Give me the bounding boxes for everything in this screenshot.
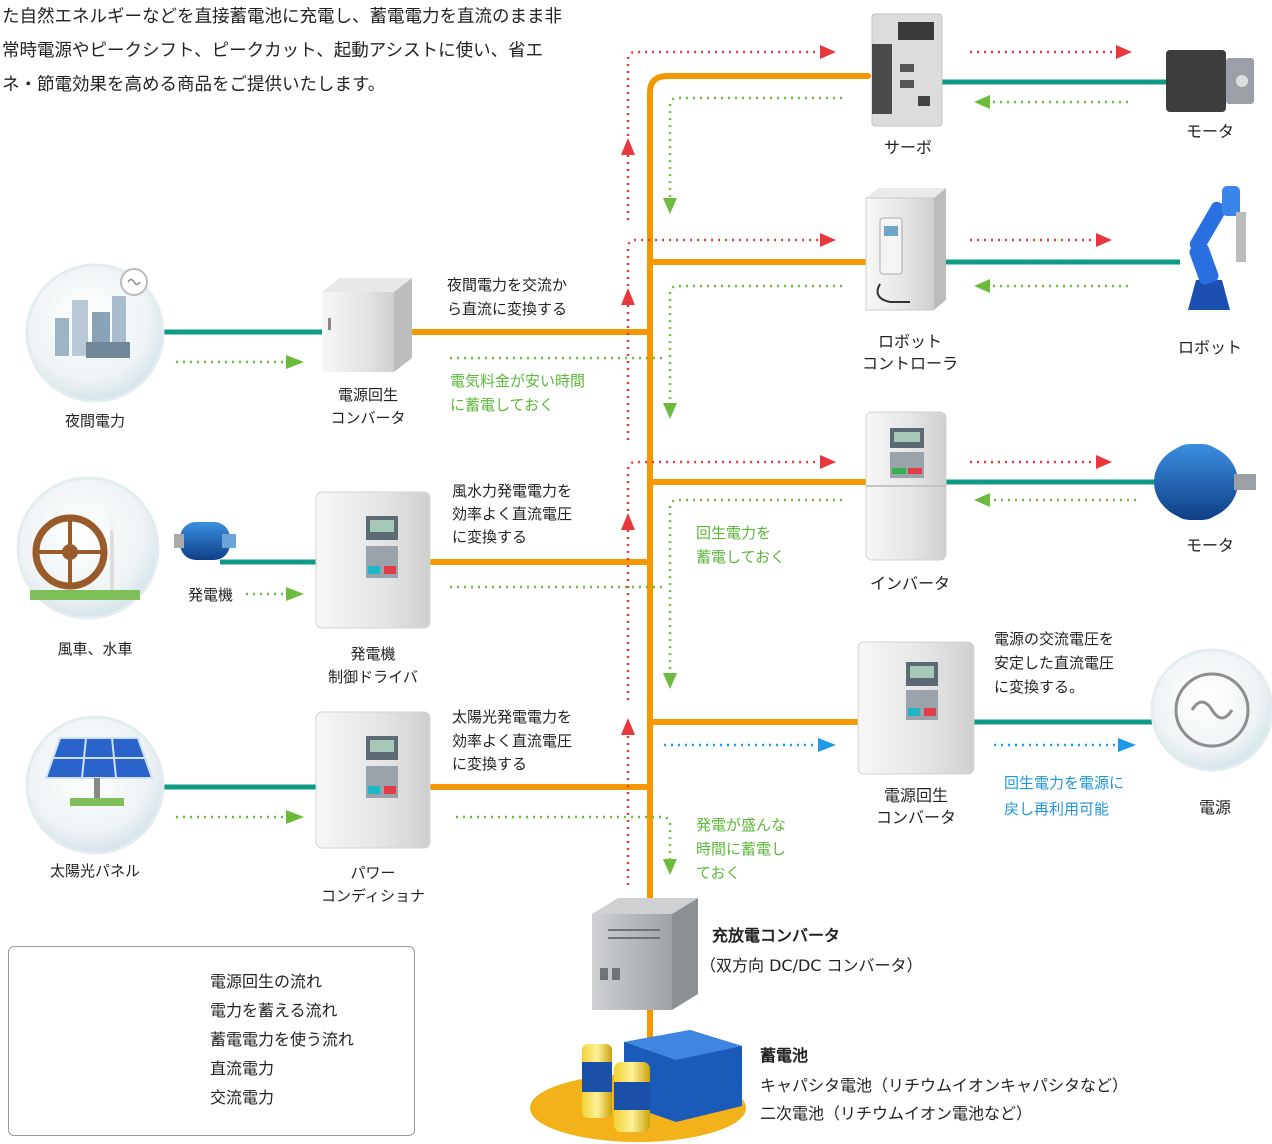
use-arrowheads [621, 45, 1132, 735]
power-conditioner-label-2: コンディショナ [321, 887, 425, 905]
solar-desc-2: 効率よく直流電圧 [452, 732, 573, 750]
inverter-note-1: 回生電力を [696, 524, 772, 542]
wind-desc-3: に変換する [452, 528, 528, 546]
inverter-note-2: 蓄電しておく [696, 548, 786, 566]
inverter-motor-label: モータ [1185, 536, 1234, 555]
power-conditioner-label-1: パワー [350, 864, 396, 882]
dcdc-converter-title: 充放電コンバータ [712, 926, 841, 945]
battery-title: 蓄電池 [760, 1046, 809, 1065]
night-converter-label-1: 電源回生 [337, 386, 398, 404]
solar-note-2: 時間に蓄電し [696, 840, 787, 858]
grid-converter-label-2: コンバータ [875, 808, 956, 827]
grid-note-2: 戻し再利用可能 [1004, 800, 1110, 818]
legend-ac: 交流電力 [210, 1088, 275, 1107]
store-flows [176, 96, 1136, 862]
robot-controller-label-1: ロボット [877, 332, 942, 351]
generator-driver-box [315, 491, 431, 629]
solar-desc-1: 太陽光発電電力を [452, 708, 573, 726]
induction-motor-icon [1154, 444, 1256, 520]
intro-text: た自然エネルギーなどを直接蓄電池に充電し、蓄電電力を直流のまま非常時電源やピーク… [2, 7, 562, 95]
robot-arm-icon [1188, 186, 1246, 310]
inverter-device [865, 411, 947, 561]
power-conditioner-box [315, 711, 431, 849]
legend-use: 蓄電電力を使う流れ [210, 1030, 355, 1049]
wind-desc-2: 効率よく直流電圧 [452, 505, 573, 523]
night-note-1: 電気料金が安い時間 [450, 372, 586, 390]
grid-note-1: 回生電力を電源に [1004, 774, 1125, 792]
ac-source-icon [1150, 648, 1272, 772]
robot-label: ロボット [1177, 338, 1242, 357]
wind-water-label: 風車、水車 [57, 640, 133, 658]
wind-water-icon [16, 476, 160, 620]
night-desc-1: 夜間電力を交流か [447, 276, 568, 294]
grid-converter-device [857, 641, 975, 775]
dc-dc-converter-box [592, 898, 698, 1010]
night-note-2: に蓄電しておく [450, 396, 555, 414]
legend-dc: 直流電力 [210, 1059, 275, 1078]
legend-regen: 電源回生の流れ [210, 972, 323, 991]
generator-driver-label-1: 発電機 [350, 645, 396, 663]
grid-converter-label-1: 電源回生 [883, 786, 948, 805]
battery-line-1: キャパシタ電池（リチウムイオンキャパシタなど） [760, 1076, 1129, 1095]
grid-desc-3: に変換する。 [994, 678, 1085, 696]
grid-desc-2: 安定した直流電圧 [994, 654, 1115, 672]
legend-store: 電力を蓄える流れ [210, 1001, 338, 1020]
solar-label: 太陽光パネル [49, 862, 140, 880]
battery-line-2: 二次電池（リチウムイオン電池など） [760, 1104, 1033, 1123]
robot-controller-device [865, 188, 946, 311]
servo-label: サーボ [883, 138, 932, 157]
servo-motor-icon [1166, 50, 1254, 112]
dc-bus [410, 73, 871, 1043]
legend-box [8, 946, 415, 1136]
servo-motor-label: モータ [1185, 122, 1234, 141]
night-power-label: 夜間電力 [64, 412, 125, 430]
solar-note-1: 発電が盛んな [696, 816, 787, 834]
servo-device [871, 13, 943, 127]
wind-desc-1: 風水力発電電力を [452, 482, 573, 500]
solar-note-3: ておく [696, 864, 741, 882]
night-converter-label-2: コンバータ [330, 409, 406, 427]
robot-controller-label-2: コントローラ [861, 354, 958, 373]
solar-panel-icon [25, 715, 165, 855]
regen-arrowheads [818, 738, 1136, 752]
solar-desc-3: に変換する [452, 755, 528, 773]
grid-desc-1: 電源の交流電圧を [994, 630, 1115, 648]
store-arrowheads [286, 95, 990, 875]
night-desc-2: ら直流に変換する [447, 300, 568, 318]
generator-driver-label-2: 制御ドライバ [328, 668, 418, 686]
generator-motor-icon [174, 522, 236, 560]
generator-label: 発電機 [188, 586, 234, 604]
battery-icon [530, 1030, 746, 1142]
use-flows [626, 50, 1118, 885]
night-power-icon [25, 263, 165, 403]
night-converter-box [322, 278, 412, 372]
ac-lines [160, 79, 1180, 790]
dcdc-converter-subtitle: （双方向 DC/DC コンバータ） [700, 956, 923, 975]
inverter-label: インバータ [869, 574, 950, 593]
grid-source-label: 電源 [1198, 798, 1231, 817]
